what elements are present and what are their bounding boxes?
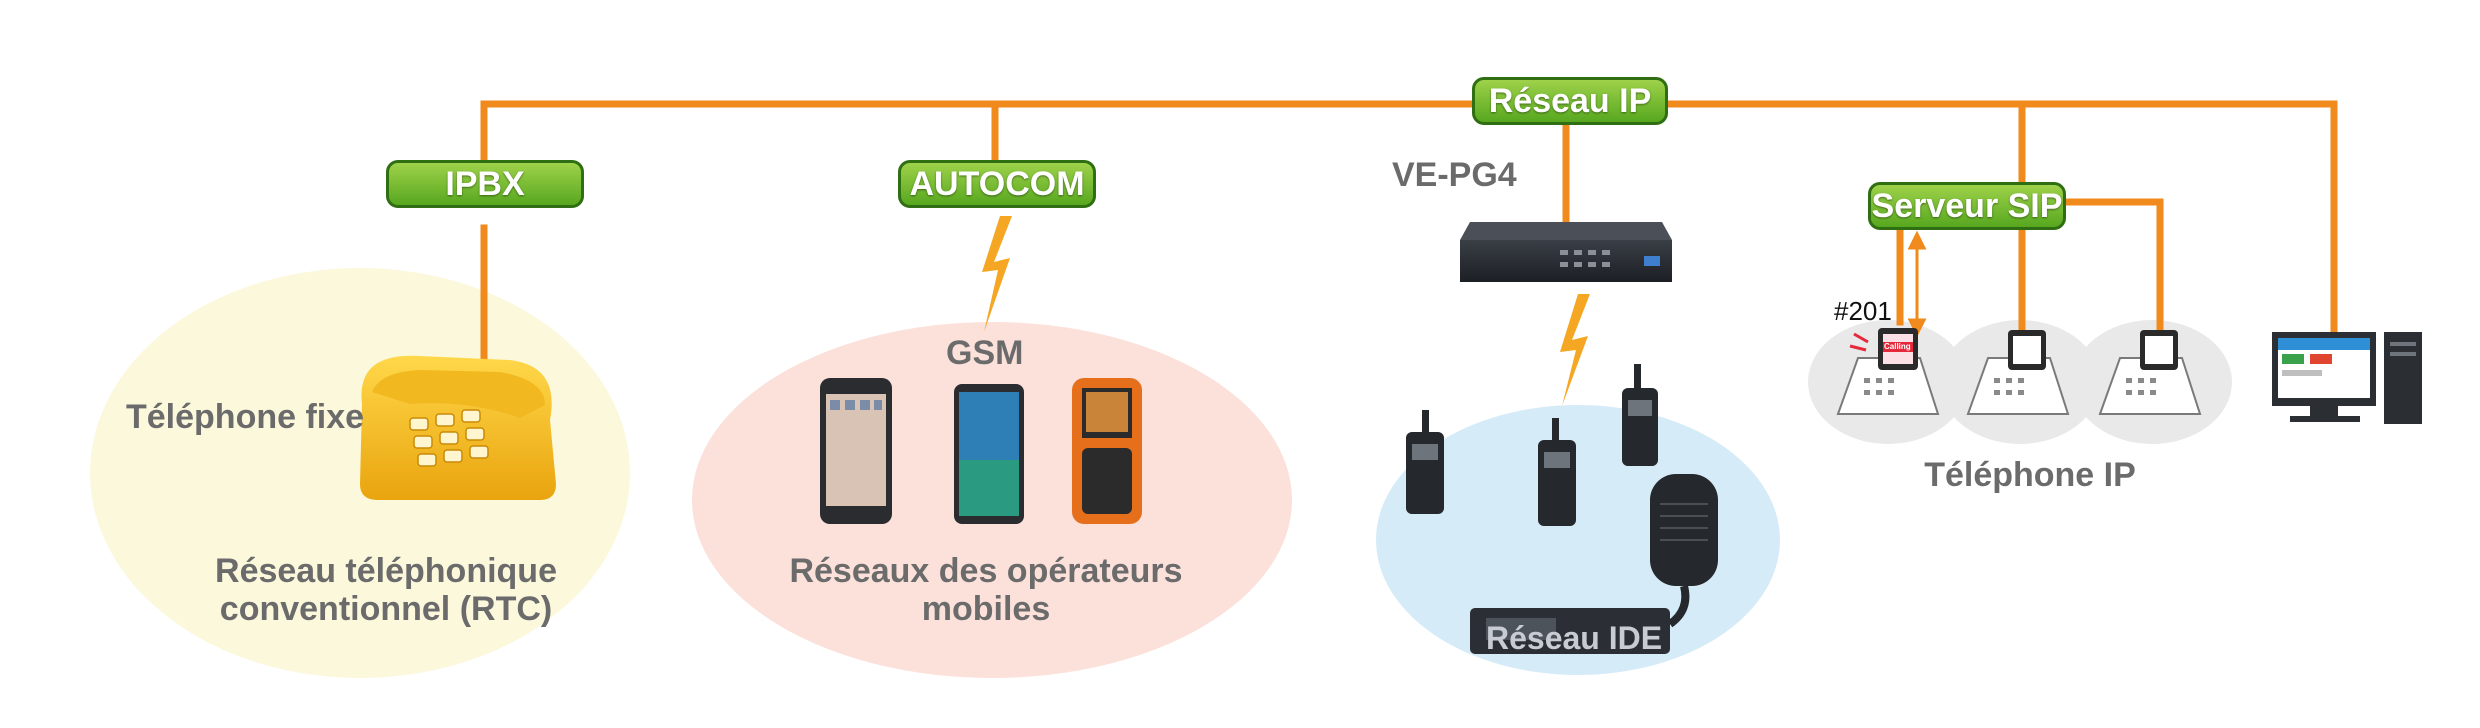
gsm-link-icon bbox=[982, 216, 1012, 332]
ip-network-node: Réseau IP bbox=[1472, 77, 1668, 125]
gateway-device-icon bbox=[1460, 222, 1672, 282]
autocom-node: AUTOCOM bbox=[898, 160, 1096, 208]
ip-backbone bbox=[480, 100, 2338, 396]
ip-phone-icon bbox=[2098, 330, 2202, 415]
ip-phone-icon bbox=[1966, 330, 2070, 415]
ip-phone-label: Téléphone IP bbox=[1924, 456, 2136, 494]
mobile-network-label-line1: Réseaux des opérateurs bbox=[789, 552, 1183, 590]
radio-network-label: Réseau IDE bbox=[1486, 620, 1663, 656]
handheld-radio-icon bbox=[1538, 418, 1576, 526]
speaker-mic-icon bbox=[1650, 474, 1718, 628]
landline-network-label-line1: Réseau téléphonique bbox=[215, 552, 557, 590]
mobile-radio-icon bbox=[1470, 608, 1670, 654]
smartphone-icon bbox=[820, 378, 892, 524]
landline-device-label: Téléphone fixe bbox=[126, 398, 365, 436]
ringing-icon bbox=[1849, 332, 1869, 352]
landline-phone-icon bbox=[360, 355, 556, 500]
smartphone-icon bbox=[954, 384, 1024, 524]
ip-phone-icon bbox=[1836, 328, 1940, 415]
calling-screen-text: Calling bbox=[1884, 342, 1911, 351]
gsm-label: GSM bbox=[946, 334, 1024, 372]
zone-radio bbox=[1376, 405, 1780, 675]
sip-server-node: Serveur SIP bbox=[1868, 182, 2066, 230]
radio-link-icon bbox=[1560, 294, 1590, 406]
handheld-radio-icon bbox=[1622, 364, 1658, 466]
mobile-network-label-line2: mobiles bbox=[921, 590, 1051, 628]
gateway-label: VE-PG4 bbox=[1392, 156, 1517, 194]
handheld-radio-icon bbox=[1406, 410, 1444, 514]
rugged-phone-icon bbox=[1072, 378, 1142, 524]
computer-icon bbox=[2272, 332, 2422, 424]
ipbx-node: IPBX bbox=[386, 160, 584, 208]
sip-signalling-arrow bbox=[1907, 230, 1927, 338]
landline-network-label-line2: conventionnel (RTC) bbox=[219, 590, 553, 628]
extension-label: #201 bbox=[1834, 296, 1892, 326]
